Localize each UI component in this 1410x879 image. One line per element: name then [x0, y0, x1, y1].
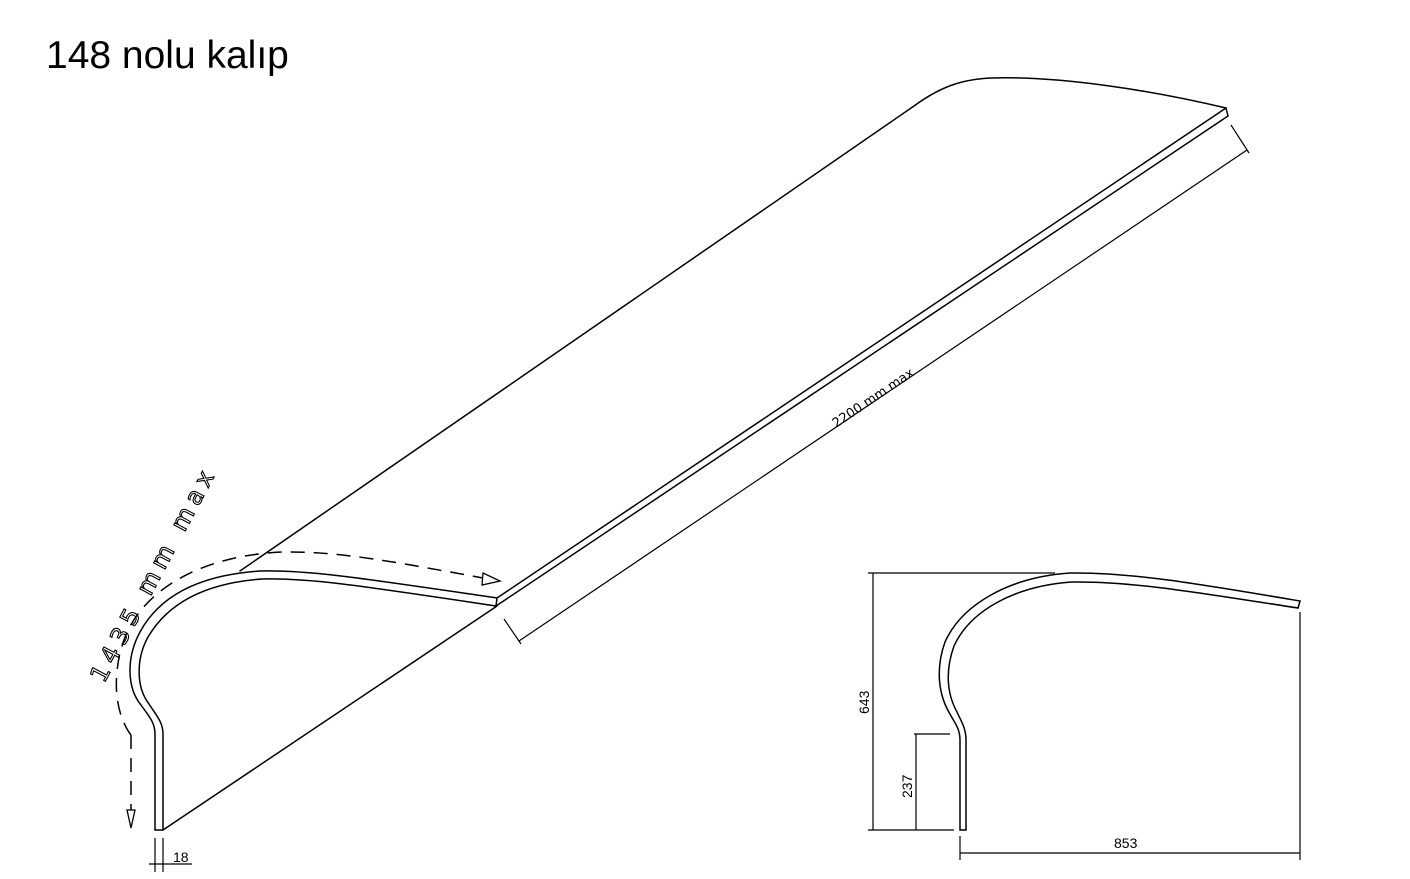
thickness-label: 18 — [173, 849, 189, 865]
profile-inner — [947, 581, 1299, 831]
developed-arrow-down — [126, 809, 136, 829]
front-profile-tip — [495, 597, 498, 607]
profile-tip — [1297, 600, 1301, 609]
developed-arrow-right — [481, 572, 502, 586]
developed-width-label: 1435 mm max — [85, 461, 223, 687]
plate-top-edge — [496, 107, 1227, 599]
length-extension-right — [1230, 124, 1250, 154]
back-profile-top — [239, 77, 1227, 572]
plate-end-tip — [1225, 107, 1229, 117]
profile-outer — [938, 572, 1301, 831]
bottom-edge — [162, 605, 498, 831]
developed-width-path — [115, 551, 484, 736]
length-label: 2200 mm max — [830, 366, 917, 432]
length-dimension-line — [518, 149, 1248, 642]
length-extension-left — [503, 618, 522, 645]
front-profile-inner — [138, 578, 497, 831]
profile-view: 643 237 853 — [856, 572, 1301, 860]
lower-height-label: 237 — [899, 774, 915, 798]
plate-bottom-edge — [495, 115, 1229, 607]
width-label: 853 — [1114, 835, 1138, 851]
height-label: 643 — [856, 690, 872, 714]
front-profile-outer — [129, 570, 498, 831]
isometric-view: 2200 mm max 1435 mm max 18 — [84, 77, 1250, 872]
drawing-title: 148 nolu kalıp — [46, 34, 289, 77]
